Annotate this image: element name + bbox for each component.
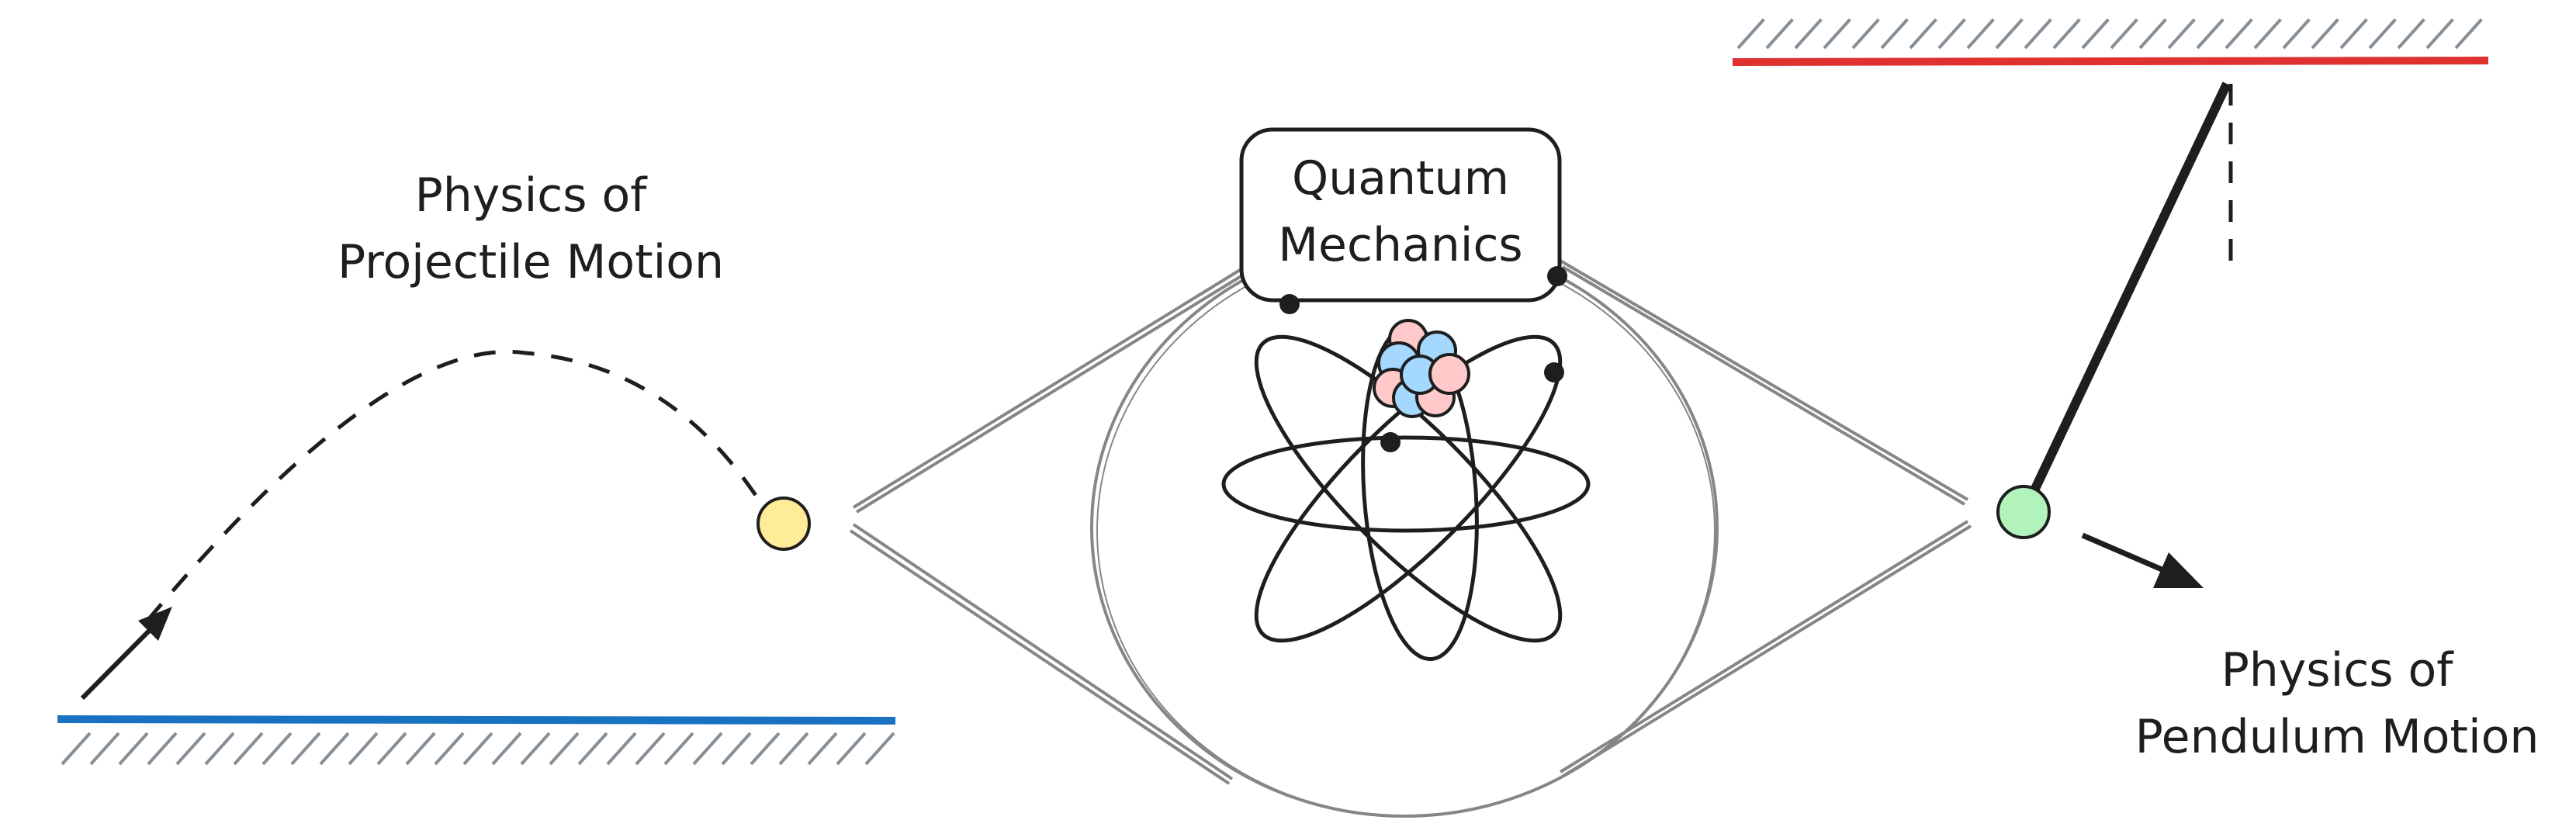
launch-arrowhead <box>138 607 172 641</box>
hatch-mark <box>577 732 608 766</box>
hatch-mark <box>233 732 264 766</box>
hatch-mark <box>2454 18 2483 50</box>
hatch-mark <box>2081 18 2110 50</box>
hatch-mark <box>2368 18 2397 50</box>
hatch-mark <box>520 732 551 766</box>
ceiling-hatch <box>1736 18 2483 50</box>
ground-line <box>57 715 896 725</box>
hatch-mark <box>1765 18 1794 50</box>
hatch-mark <box>2311 18 2339 50</box>
hatch-mark <box>491 732 522 766</box>
electron <box>1279 294 1300 314</box>
hatch-mark <box>290 732 321 766</box>
hatch-mark <box>118 732 149 766</box>
projectile-title-line1: Physics of <box>415 168 649 223</box>
velocity-arrow <box>2081 532 2174 577</box>
hatch-mark <box>376 732 407 766</box>
electron <box>1380 432 1401 452</box>
hatch-mark <box>836 732 867 766</box>
hatch-mark <box>405 732 436 766</box>
hatch-mark <box>2282 18 2311 50</box>
hatch-mark <box>175 732 206 766</box>
ground-hatch <box>61 732 895 766</box>
hatch-mark <box>1880 18 1909 50</box>
hatch-mark <box>750 732 781 766</box>
pendulum-section: Physics of Pendulum Motion <box>1732 18 2540 764</box>
hatch-mark <box>2253 18 2282 50</box>
hatch-mark <box>204 732 235 766</box>
hatch-mark <box>89 732 120 766</box>
hatch-mark <box>2225 18 2253 50</box>
hatch-mark <box>778 732 809 766</box>
hatch-mark <box>807 732 838 766</box>
hatch-mark <box>2052 18 2081 50</box>
pendulum-title-line1: Physics of <box>2221 643 2455 697</box>
hatch-mark <box>1736 18 1765 50</box>
hatch-mark <box>864 732 895 766</box>
hatch-mark <box>1794 18 1823 50</box>
nucleus <box>1373 319 1470 418</box>
ceiling-line <box>1732 57 2489 66</box>
hatch-mark <box>2167 18 2196 50</box>
electron <box>1547 266 1567 286</box>
hatch-mark <box>2110 18 2138 50</box>
quantum-section: Quantum Mechanics <box>1090 127 1719 818</box>
orbit-tilted-2 <box>1254 334 1563 643</box>
hatch-mark <box>1937 18 1966 50</box>
hatch-mark <box>2196 18 2225 50</box>
hatch-mark <box>261 732 293 766</box>
hatch-mark <box>721 732 752 766</box>
hatch-mark <box>692 732 723 766</box>
hatch-mark <box>2138 18 2167 50</box>
hatch-mark <box>635 732 666 766</box>
hatch-mark <box>434 732 465 766</box>
velocity-arrowhead <box>2153 552 2204 588</box>
hatch-mark <box>319 732 350 766</box>
quantum-title-line1: Quantum <box>1292 151 1509 206</box>
hatch-mark <box>1909 18 1937 50</box>
orbit-tilted-1 <box>1254 334 1563 643</box>
hatch-mark <box>549 732 580 766</box>
projectile-trajectory <box>146 349 759 622</box>
hatch-mark <box>147 732 178 766</box>
quantum-title-box <box>1239 127 1562 303</box>
orbit-horizontal <box>1221 435 1591 533</box>
hatch-mark <box>663 732 694 766</box>
projectile-section: Physics of Projectile Motion <box>57 168 896 766</box>
hatch-mark <box>1995 18 2024 50</box>
hatch-mark <box>606 732 637 766</box>
hatch-mark <box>1823 18 1851 50</box>
projectile-ball <box>757 497 811 551</box>
pendulum-ball <box>1996 485 2051 539</box>
pendulum-title-line2: Pendulum Motion <box>2135 710 2540 764</box>
hatch-mark <box>2339 18 2368 50</box>
electrons <box>1279 266 1567 452</box>
connectors <box>849 259 1972 785</box>
hatch-mark <box>348 732 379 766</box>
hatch-mark <box>2024 18 2052 50</box>
hatch-mark <box>1966 18 1995 50</box>
hatch-mark <box>2425 18 2454 50</box>
quantum-title-line2: Mechanics <box>1278 218 1522 272</box>
electron <box>1544 362 1564 382</box>
hatch-mark <box>462 732 493 766</box>
hatch-mark <box>61 732 92 766</box>
pendulum-rod <box>2030 81 2231 493</box>
projectile-title-line2: Projectile Motion <box>338 235 724 289</box>
hatch-mark <box>2397 18 2425 50</box>
hatch-mark <box>1851 18 1880 50</box>
